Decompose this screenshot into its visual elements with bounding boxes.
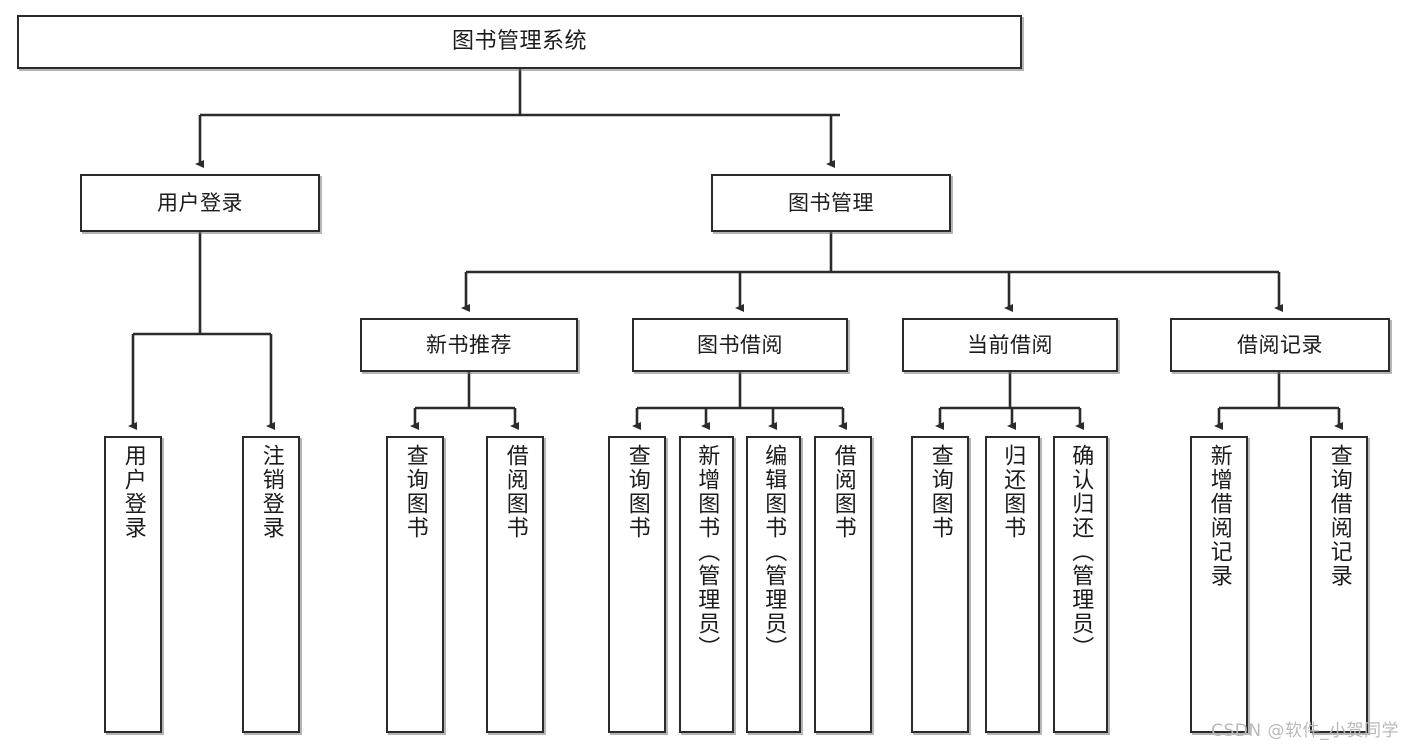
node-leaf-query-record-label: 查询借阅记录 (1326, 444, 1352, 588)
watermark: CSDN @软件_小贺同学 (1211, 721, 1399, 741)
node-leaf-add-record[interactable]: 新增借阅记录 (1190, 436, 1248, 733)
node-new-book-rec-label: 新书推荐 (426, 332, 512, 357)
node-leaf-query-book-2-label: 查询图书 (624, 444, 650, 540)
node-root-label: 图书管理系统 (451, 29, 587, 55)
node-borrow-record[interactable]: 借阅记录 (1170, 318, 1390, 372)
node-leaf-query-book-2[interactable]: 查询图书 (608, 436, 666, 733)
edge-group-book-borrow (632, 372, 847, 430)
edge-group-borrow-record (1214, 372, 1343, 430)
node-leaf-user-login-label: 用户登录 (120, 444, 146, 540)
node-leaf-query-book-1-label: 查询图书 (402, 444, 428, 540)
node-new-book-rec[interactable]: 新书推荐 (360, 318, 578, 372)
node-leaf-edit-book[interactable]: 编辑图书（管理员） (746, 436, 801, 733)
node-leaf-add-book-label: 新增图书（管理员） (694, 444, 720, 660)
node-leaf-borrow-book-2[interactable]: 借阅图书 (814, 436, 872, 733)
node-leaf-return-book-label: 归还图书 (1000, 444, 1026, 540)
node-book-manage[interactable]: 图书管理 (711, 174, 951, 232)
node-leaf-borrow-book-2-label: 借阅图书 (830, 444, 856, 540)
node-leaf-query-record[interactable]: 查询借阅记录 (1310, 436, 1368, 733)
node-current-borrow[interactable]: 当前借阅 (902, 318, 1118, 372)
node-leaf-confirm-return[interactable]: 确认归还（管理员） (1053, 436, 1108, 733)
node-leaf-edit-book-label: 编辑图书（管理员） (761, 444, 787, 660)
node-leaf-borrow-book-1-label: 借阅图书 (502, 444, 528, 540)
node-leaf-logout[interactable]: 注销登录 (242, 436, 300, 733)
edge-group-root (195, 69, 840, 168)
node-leaf-user-login[interactable]: 用户登录 (104, 436, 162, 733)
node-leaf-confirm-return-label: 确认归还（管理员） (1068, 444, 1094, 660)
node-leaf-return-book[interactable]: 归还图书 (985, 436, 1040, 733)
edge-group-current-borrow (935, 372, 1084, 430)
node-leaf-add-record-label: 新增借阅记录 (1206, 444, 1232, 588)
edge-group-book-manage (461, 232, 1283, 312)
node-user-login[interactable]: 用户登录 (80, 174, 320, 232)
node-leaf-borrow-book-1[interactable]: 借阅图书 (486, 436, 544, 733)
edge-group-new-book-rec (410, 372, 519, 430)
node-borrow-record-label: 借阅记录 (1237, 332, 1323, 357)
edge-group-user-login (128, 232, 275, 430)
node-user-login-label: 用户登录 (157, 190, 243, 215)
node-book-borrow-label: 图书借阅 (697, 332, 783, 357)
node-leaf-query-book-3[interactable]: 查询图书 (911, 436, 969, 733)
node-leaf-query-book-1[interactable]: 查询图书 (386, 436, 444, 733)
node-leaf-query-book-3-label: 查询图书 (927, 444, 953, 540)
node-book-borrow[interactable]: 图书借阅 (632, 318, 848, 372)
node-root[interactable]: 图书管理系统 (17, 15, 1022, 69)
node-current-borrow-label: 当前借阅 (967, 332, 1053, 357)
node-leaf-add-book[interactable]: 新增图书（管理员） (679, 436, 734, 733)
node-book-manage-label: 图书管理 (788, 190, 874, 215)
node-leaf-logout-label: 注销登录 (258, 444, 284, 540)
